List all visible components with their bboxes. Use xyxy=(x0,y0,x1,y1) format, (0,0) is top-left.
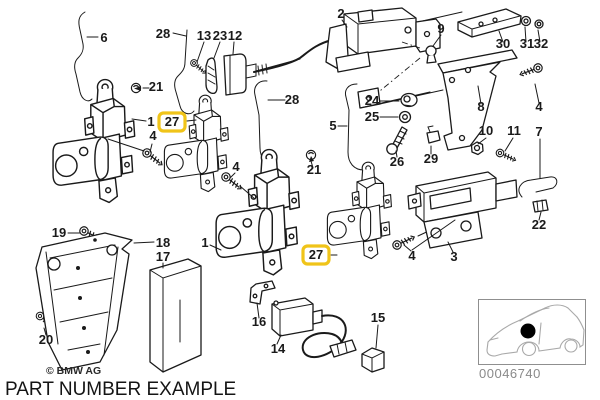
part-callout-4a[interactable]: 4 xyxy=(149,128,157,143)
part-callout-6[interactable]: 6 xyxy=(100,30,107,45)
grommet-9 xyxy=(374,41,437,96)
actuator-drawing-1-right xyxy=(215,148,301,276)
part-callout-1a[interactable]: 1 xyxy=(147,114,154,129)
part-callout-4d[interactable]: 4 xyxy=(408,248,416,263)
part-callout-23[interactable]: 23 xyxy=(213,28,227,43)
part-callout-15[interactable]: 15 xyxy=(371,310,385,325)
part-callout-17[interactable]: 17 xyxy=(156,249,170,264)
part-callout-7[interactable]: 7 xyxy=(535,124,542,139)
hook-rod-5 xyxy=(345,83,365,171)
highlight-box-27-left[interactable] xyxy=(157,111,187,133)
part-callout-30[interactable]: 30 xyxy=(496,36,510,51)
bmw-copyright: © BMW AG xyxy=(46,365,101,377)
actuator-drawing-27-left xyxy=(163,94,229,193)
part-callout-20[interactable]: 20 xyxy=(39,332,53,347)
washer-25 xyxy=(398,110,412,124)
part-callout-28b[interactable]: 28 xyxy=(285,92,299,107)
page-caption: PART NUMBER EXAMPLE xyxy=(5,379,236,400)
part-callout-1b[interactable]: 1 xyxy=(201,235,208,250)
screw-11 xyxy=(494,147,518,165)
part-callout-11[interactable]: 11 xyxy=(507,123,521,138)
highlight-box-27-right[interactable] xyxy=(301,244,331,266)
part-callout-8[interactable]: 8 xyxy=(477,99,484,114)
relay-module-14 xyxy=(271,297,357,359)
carrier-bracket-18 xyxy=(35,232,133,371)
part-callout-9[interactable]: 9 xyxy=(437,21,444,36)
angle-bracket-16 xyxy=(249,280,276,305)
part-callout-2[interactable]: 2 xyxy=(337,6,344,21)
nut-10 xyxy=(470,141,484,156)
washer-31 xyxy=(520,15,532,27)
part-callout-10[interactable]: 10 xyxy=(479,123,493,138)
part-callout-5[interactable]: 5 xyxy=(329,118,336,133)
car-location-inset: 00046740 xyxy=(478,299,586,381)
part-callout-28a[interactable]: 28 xyxy=(156,26,170,41)
car-silhouette-icon xyxy=(486,304,585,357)
clip-22 xyxy=(532,199,549,213)
part-callout-21a[interactable]: 21 xyxy=(149,79,163,94)
part-callout-4b[interactable]: 4 xyxy=(535,99,543,114)
part-callout-13[interactable]: 13 xyxy=(197,28,211,43)
washer-32 xyxy=(534,19,544,29)
trunk-actuator-3 xyxy=(407,171,518,251)
part-callout-29[interactable]: 29 xyxy=(424,151,438,166)
part-callout-24[interactable]: 24 xyxy=(365,93,380,108)
clip-15 xyxy=(361,347,385,373)
hook-7 xyxy=(518,176,558,198)
part-callout-21b[interactable]: 21 xyxy=(307,162,321,177)
part-callout-19[interactable]: 19 xyxy=(52,225,66,240)
part-callout-14[interactable]: 14 xyxy=(271,341,286,356)
part-callout-4c[interactable]: 4 xyxy=(232,159,240,174)
bracket-8 xyxy=(357,49,518,151)
part-callout-18[interactable]: 18 xyxy=(156,235,170,250)
clip-29 xyxy=(426,125,441,144)
central-drive-2 xyxy=(253,7,463,73)
part-callout-3[interactable]: 3 xyxy=(450,249,457,264)
grommet-24 xyxy=(400,92,418,108)
lock-housing-12 xyxy=(223,53,301,96)
actuator-drawing-27-right xyxy=(326,161,392,260)
part-callout-22[interactable]: 22 xyxy=(532,217,546,232)
actuator-drawing-1-left xyxy=(52,78,136,204)
leader-lines xyxy=(43,19,542,349)
part-callout-27a-highlighted[interactable]: 27 xyxy=(165,114,179,129)
hook-rod-28-left xyxy=(174,29,195,115)
location-dot xyxy=(520,323,536,339)
hook-rod-6 xyxy=(74,11,93,102)
screw-13 xyxy=(188,57,209,77)
part-callout-32[interactable]: 32 xyxy=(534,36,548,51)
bolt-26 xyxy=(386,126,408,155)
part-callout-26[interactable]: 26 xyxy=(390,154,404,169)
rail-bracket-30 xyxy=(457,8,522,38)
part-callout-25[interactable]: 25 xyxy=(365,109,379,124)
part-callout-27b-highlighted[interactable]: 27 xyxy=(309,247,323,262)
part-callout-31[interactable]: 31 xyxy=(520,36,534,51)
blank-panel-17 xyxy=(149,258,202,373)
part-callout-16[interactable]: 16 xyxy=(252,314,266,329)
lock-plate-23 xyxy=(205,57,218,95)
part-callout-12[interactable]: 12 xyxy=(228,28,242,43)
drawing-number: 00046740 xyxy=(479,366,541,381)
